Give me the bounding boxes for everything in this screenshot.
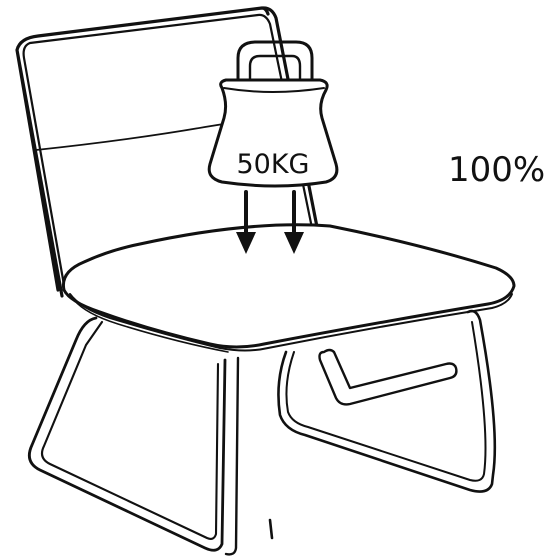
allen-key: [320, 350, 457, 404]
chair-seat: [63, 225, 514, 352]
chair-frame-left: [29, 318, 238, 554]
chair-frame-right: [270, 311, 495, 538]
weight-label: 50KG: [237, 149, 310, 180]
percentage-label: 100%: [448, 150, 545, 190]
weight-icon: 50KG: [209, 42, 337, 186]
